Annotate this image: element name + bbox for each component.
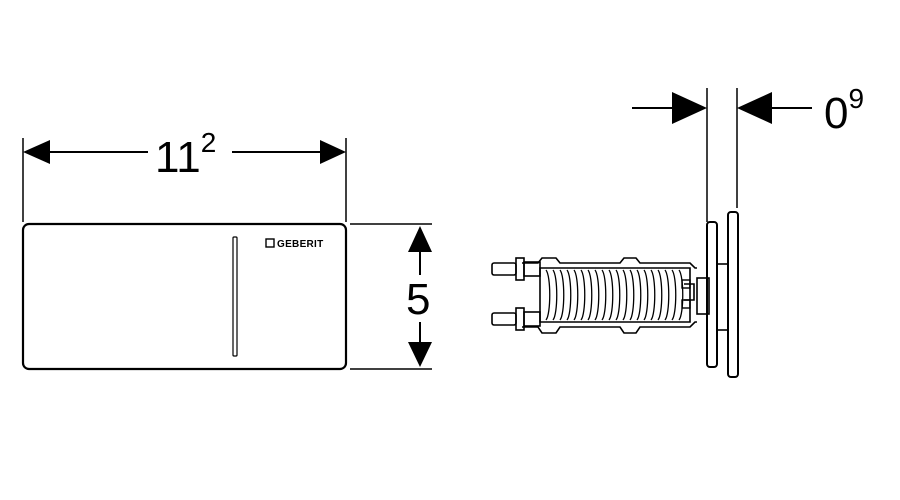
spring-coil xyxy=(580,269,586,321)
actuator-cap xyxy=(696,277,710,315)
actuator-mechanism xyxy=(491,257,697,334)
spring-coil xyxy=(636,269,642,321)
spring-coil xyxy=(573,269,579,321)
depth-dimension-label: 09 xyxy=(824,83,864,138)
spring-coil xyxy=(608,269,614,321)
spring-coil xyxy=(657,269,663,321)
spring-coil xyxy=(671,269,677,321)
geberit-logo: GEBERIT xyxy=(265,238,324,250)
spring-coil xyxy=(545,269,551,321)
depth-dimension-line xyxy=(632,92,812,124)
spring-coil xyxy=(615,269,621,321)
depth-arrow-right xyxy=(737,92,772,124)
front-view: 112 GEBERIT 5 xyxy=(21,127,432,371)
width-arrow-left xyxy=(23,140,50,164)
pin-bottom xyxy=(491,307,541,331)
height-dimension-label: 5 xyxy=(406,275,430,324)
spring-coil xyxy=(566,269,572,321)
height-arrow-bottom xyxy=(408,342,432,367)
pin-top xyxy=(491,257,541,281)
spring-coil xyxy=(559,269,565,321)
spring-coil xyxy=(622,269,628,321)
spring-coil xyxy=(664,269,670,321)
logo-text: GEBERIT xyxy=(277,239,324,250)
width-arrow-right xyxy=(320,140,346,164)
side-view: 09 xyxy=(491,83,864,378)
height-dimension-line xyxy=(408,226,432,367)
flush-plate-front xyxy=(21,222,348,371)
bracket xyxy=(716,263,729,331)
spring-coil xyxy=(678,269,684,321)
spring-coil xyxy=(601,269,607,321)
height-arrow-top xyxy=(408,226,432,252)
depth-arrow-left xyxy=(672,92,707,124)
spring-coil xyxy=(643,269,649,321)
spring-coil xyxy=(650,269,656,321)
spring-coil xyxy=(629,269,635,321)
width-dimension-label: 112 xyxy=(155,127,216,182)
width-dimension-line xyxy=(23,140,346,164)
button-divider-line xyxy=(232,236,238,357)
spring-coil xyxy=(587,269,593,321)
spring-coil xyxy=(552,269,558,321)
spring-coil xyxy=(594,269,600,321)
spring-coils xyxy=(545,269,684,321)
logo-square-icon xyxy=(265,238,275,248)
cover-plate-side xyxy=(727,211,739,378)
